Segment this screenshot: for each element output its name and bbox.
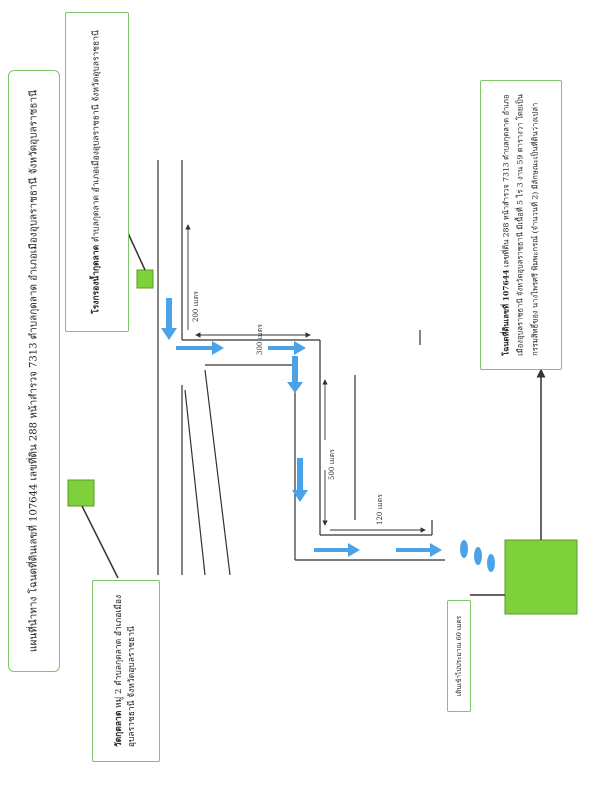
deed-text: โฉนดที่ดินเลขที่ 107644 เลขที่ดิน 288 หน… xyxy=(501,94,540,356)
walk-dot-3 xyxy=(487,554,495,572)
route-arrow-right-4 xyxy=(396,543,442,557)
walk-dot-2 xyxy=(474,547,482,565)
walk-note-box: เดินเข้าไปประมาณ 60 เมตร xyxy=(447,600,471,712)
water-plant-text: โรงกรองน้ำกุดลาด ตำบลกุดลาด อำเภอเมืองอุ… xyxy=(91,30,102,314)
route-arrow-right-3 xyxy=(314,543,360,557)
water-plant-box: โรงกรองน้ำกุดลาด ตำบลกุดลาด อำเภอเมืองอุ… xyxy=(65,12,129,332)
deed-box: โฉนดที่ดินเลขที่ 107644 เลขที่ดิน 288 หน… xyxy=(480,80,562,370)
title-text: แผนที่นำทาง โฉนดที่ดินเลขที่ 107644 เลขท… xyxy=(28,90,40,652)
temple-text: วัดกุดลาด หมู่ 2 ตำบลกุดลาด อำเภอเมือง อ… xyxy=(113,594,137,748)
branch-road-1 xyxy=(184,389,206,576)
temple-box: วัดกุดลาด หมู่ 2 ตำบลกุดลาด อำเภอเมือง อ… xyxy=(92,580,160,762)
branch-road-2 xyxy=(204,369,231,576)
route-arrow-down-3 xyxy=(292,458,308,502)
walking-dots xyxy=(460,540,495,572)
distance-label-120: 120 เมตร xyxy=(376,494,384,525)
route-arrow-right-2 xyxy=(268,341,306,355)
distance-label-200: 200 เมตร xyxy=(192,291,200,322)
leader-water-plant xyxy=(127,232,146,271)
leader-lines xyxy=(81,232,546,596)
landmark-temple xyxy=(67,479,95,507)
distance-arrows xyxy=(185,224,426,533)
route-arrow-right-1 xyxy=(176,341,224,355)
leader-temple xyxy=(81,505,119,579)
landmark-water-plant xyxy=(136,269,154,289)
route-arrows xyxy=(161,298,442,557)
road-lines xyxy=(157,160,445,576)
distance-label-300: 300 เมตร xyxy=(256,324,264,355)
landmark-land-plot xyxy=(504,539,578,615)
distance-label-500: 500 เมตร xyxy=(328,449,336,480)
title-box: แผนที่นำทาง โฉนดที่ดินเลขที่ 107644 เลขท… xyxy=(8,70,60,672)
route-arrow-down-2 xyxy=(287,356,303,393)
walk-dot-1 xyxy=(460,540,468,558)
route-arrow-down-1 xyxy=(161,298,177,340)
walk-note-text: เดินเข้าไปประมาณ 60 เมตร xyxy=(454,615,463,697)
